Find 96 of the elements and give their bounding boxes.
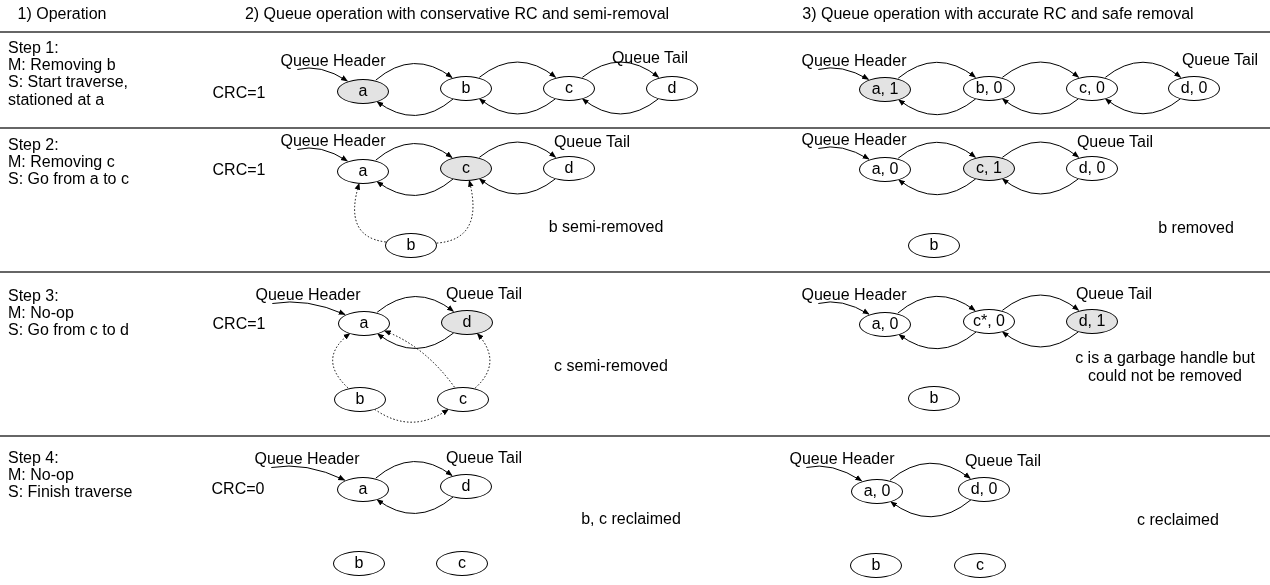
counter-value: CRC=1 xyxy=(212,161,266,179)
pointer-arrow xyxy=(375,461,453,479)
list-node-ellipse: a xyxy=(337,158,389,184)
status-note: b, c reclaimed xyxy=(581,510,681,528)
pointer-arrow xyxy=(376,98,454,116)
pointer-arrow xyxy=(376,496,454,514)
list-node-ellipse: a, 1 xyxy=(859,76,911,102)
list-node-ellipse: b xyxy=(385,232,437,258)
status-note: c reclaimed xyxy=(1137,511,1219,529)
list-node-ellipse: d xyxy=(646,75,698,101)
dotted-arrow xyxy=(354,182,387,243)
step-text: M: Removing b xyxy=(8,56,116,74)
pointer-label: Queue Header xyxy=(789,449,895,467)
step-text: Step 1: xyxy=(8,39,59,57)
pointer-label: Queue Tail xyxy=(553,133,631,151)
counter-value: CRC=0 xyxy=(211,480,265,498)
list-node-ellipse: d, 1 xyxy=(1066,308,1118,334)
pointer-arrow xyxy=(817,301,870,315)
dotted-arrow xyxy=(332,333,351,389)
column-heading: 1) Operation xyxy=(17,5,107,23)
list-node-ellipse: a, 0 xyxy=(859,156,911,182)
list-node-ellipse: c xyxy=(437,386,489,412)
counter-value: CRC=1 xyxy=(212,315,266,333)
pointer-arrow xyxy=(296,147,348,162)
list-node-ellipse: c xyxy=(440,155,492,181)
pointer-label: Queue Tail xyxy=(964,452,1042,470)
pointer-arrow xyxy=(375,143,453,161)
step-text: S: Go from c to d xyxy=(8,321,130,339)
pointer-arrow xyxy=(271,301,346,315)
step-text: M: No-op xyxy=(8,304,74,322)
list-node-ellipse: b xyxy=(334,386,386,412)
list-node-ellipse: b xyxy=(908,385,960,411)
pointer-label: Queue Header xyxy=(254,449,360,467)
list-node-ellipse: c*, 0 xyxy=(963,308,1015,334)
pointer-arrow xyxy=(817,67,870,80)
pointer-arrow xyxy=(889,462,971,481)
list-node-ellipse: d xyxy=(441,309,493,335)
list-node-ellipse: a xyxy=(337,78,389,104)
list-node-ellipse: c xyxy=(543,75,595,101)
list-node-ellipse: c, 0 xyxy=(1066,75,1118,101)
dotted-arrow xyxy=(383,330,455,388)
pointer-label: Queue Tail xyxy=(1076,133,1154,151)
pointer-arrow xyxy=(375,63,453,81)
list-node-ellipse: b xyxy=(850,552,902,578)
dotted-arrow xyxy=(474,332,491,389)
status-note: c is a garbage handle but could not be removed xyxy=(1074,349,1256,385)
pointer-label: Queue Header xyxy=(801,285,907,303)
step-text: S: Finish traverse xyxy=(8,483,134,501)
list-node-ellipse: c xyxy=(436,550,488,576)
pointer-arrow xyxy=(805,465,863,482)
pointer-label: Queue Header xyxy=(280,51,386,69)
list-node-ellipse: b xyxy=(333,550,385,576)
pointer-arrow xyxy=(296,67,348,82)
pointer-label: Queue Tail xyxy=(445,449,523,467)
pointer-arrow xyxy=(376,178,454,196)
step-text: Step 2: xyxy=(8,136,59,154)
list-node-ellipse: a xyxy=(337,476,389,502)
list-node-ellipse: a, 0 xyxy=(859,311,911,337)
list-node-ellipse: a xyxy=(338,310,390,336)
counter-value: CRC=1 xyxy=(212,84,266,102)
pointer-arrow xyxy=(890,499,972,518)
list-node-ellipse: b xyxy=(908,232,960,258)
list-node-ellipse: c, 1 xyxy=(963,155,1015,181)
pointer-label: Queue Tail xyxy=(1181,51,1259,69)
pointer-arrow xyxy=(817,146,870,160)
list-node-ellipse: d xyxy=(543,155,595,181)
pointer-arrow xyxy=(270,465,346,481)
list-node-ellipse: d, 0 xyxy=(1066,155,1118,181)
list-node-ellipse: d, 0 xyxy=(1168,75,1220,101)
status-note: c semi-removed xyxy=(554,357,668,375)
list-node-ellipse: a, 0 xyxy=(851,478,903,504)
column-heading: 3) Queue operation with accurate RC and safe removal xyxy=(802,5,1194,23)
pointer-label: Queue Header xyxy=(801,130,907,148)
step-text: Step 4: xyxy=(8,449,59,467)
pointer-arrow xyxy=(898,331,977,350)
step-text: Step 3: xyxy=(8,287,59,305)
pointer-label: Queue Header xyxy=(280,131,386,149)
step-text: M: No-op xyxy=(8,466,74,484)
list-node-ellipse: d xyxy=(440,473,492,499)
list-node-ellipse: d, 0 xyxy=(958,476,1010,502)
list-node-ellipse: c xyxy=(954,552,1006,578)
status-note: b semi-removed xyxy=(548,218,664,236)
pointer-label: Queue Tail xyxy=(445,285,523,303)
pointer-arrow xyxy=(897,295,976,314)
pointer-label: Queue Tail xyxy=(1075,285,1153,303)
list-node-ellipse: b xyxy=(440,75,492,101)
step-text: M: Removing c xyxy=(8,153,115,171)
column-heading: 2) Queue operation with conservative RC and semi-removal xyxy=(244,5,670,23)
pointer-label: Queue Tail xyxy=(611,49,689,67)
step-text: S: Go from a to c xyxy=(8,170,130,188)
pointer-label: Queue Header xyxy=(801,51,907,69)
step-text: S: Start traverse, stationed at a xyxy=(8,73,130,109)
dotted-arrow xyxy=(436,179,474,244)
list-node-ellipse: b, 0 xyxy=(963,75,1015,101)
pointer-label: Queue Header xyxy=(255,285,361,303)
status-note: b removed xyxy=(1158,219,1234,237)
